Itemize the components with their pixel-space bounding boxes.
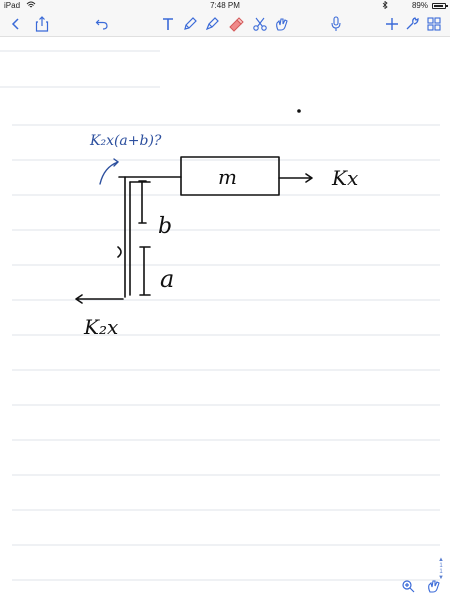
pivot-mark xyxy=(117,246,122,258)
battery-fill xyxy=(434,5,443,7)
text-tool-icon[interactable] xyxy=(158,14,178,34)
eraser-tool-icon[interactable] xyxy=(226,14,246,34)
pen-tool-icon[interactable] xyxy=(180,14,200,34)
add-icon[interactable] xyxy=(382,14,402,34)
battery-percent: 89% xyxy=(411,1,428,10)
bottom-tools xyxy=(398,576,444,596)
status-bar: iPad 7:48 PM 89% xyxy=(0,0,450,12)
toolbar xyxy=(0,12,450,37)
mass-block xyxy=(180,156,280,196)
page-down-icon[interactable]: ▼ xyxy=(438,575,444,581)
note-canvas[interactable]: K₂x(a+b)? m Kx b a K₂x xyxy=(0,37,450,600)
highlighter-tool-icon[interactable] xyxy=(202,14,222,34)
clock: 7:48 PM xyxy=(210,1,240,10)
wrench-icon[interactable] xyxy=(402,14,422,34)
palm-rest-icon[interactable] xyxy=(424,576,444,596)
force-right-arrow xyxy=(278,173,313,183)
chevron-left-icon[interactable] xyxy=(6,14,26,34)
force-left-arrow xyxy=(75,294,124,304)
moment-arrow xyxy=(99,158,120,185)
dimension-a-label: a xyxy=(160,265,174,293)
ink-dot xyxy=(297,109,301,113)
zoom-icon[interactable] xyxy=(398,576,418,596)
dimension-b-label: b xyxy=(158,214,172,239)
ruled-lines xyxy=(0,50,440,581)
note-page[interactable]: K₂x(a+b)? m Kx b a K₂x ▲ 1 1 ▼ xyxy=(0,37,450,600)
dimension-b-marker xyxy=(138,180,147,224)
bluetooth-icon xyxy=(382,0,388,12)
force-right-label: Kx xyxy=(331,166,358,190)
diagram-strokes xyxy=(75,109,313,304)
force-left-label: K₂x xyxy=(83,315,118,339)
carrier-label: iPad xyxy=(4,1,21,10)
page-up-icon[interactable]: ▲ xyxy=(438,557,444,563)
hand-tool-icon[interactable] xyxy=(272,14,292,34)
scissors-tool-icon[interactable] xyxy=(250,14,270,34)
page-total: 1 xyxy=(439,569,443,575)
mass-label: m xyxy=(218,165,237,189)
wifi-icon xyxy=(26,1,36,12)
battery-icon xyxy=(432,3,448,9)
dimension-a-marker xyxy=(139,246,151,296)
microphone-icon[interactable] xyxy=(326,14,346,34)
page-current: 1 xyxy=(439,563,443,569)
grid-icon[interactable] xyxy=(424,14,444,34)
undo-icon[interactable] xyxy=(92,14,112,34)
moment-label: K₂x(a+b)? xyxy=(89,133,162,149)
page-indicator[interactable]: ▲ 1 1 ▼ xyxy=(436,557,446,605)
share-icon[interactable] xyxy=(32,14,52,34)
